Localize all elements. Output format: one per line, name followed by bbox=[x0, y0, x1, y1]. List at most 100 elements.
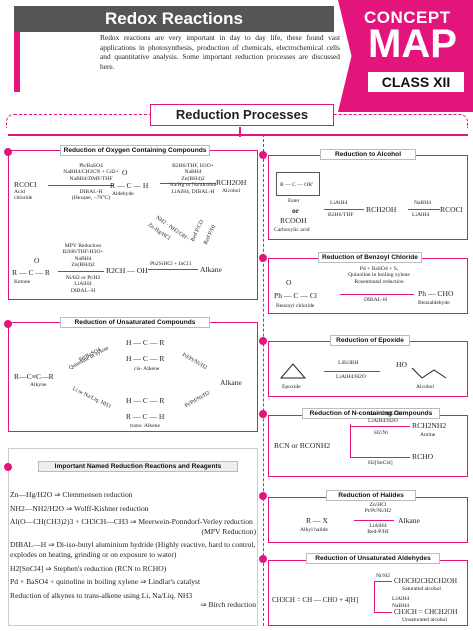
named-item-2: NH2—NH2/H2O ⇒ Wolff-Kishner reduction bbox=[10, 503, 149, 513]
nitrogen-node bbox=[259, 410, 267, 418]
named-title: Important Named Reduction Reactions and … bbox=[38, 461, 238, 472]
unsald-node bbox=[259, 555, 267, 563]
benzoyl-formula: Ph — C — Cl bbox=[274, 291, 318, 300]
main-title: Reduction Processes bbox=[175, 107, 309, 122]
nitrogen-reag3: H2/Ni bbox=[374, 430, 388, 436]
rch2oh-label: RCH2OH bbox=[216, 178, 247, 187]
badge-line2: MAP bbox=[368, 22, 457, 66]
oxy-reagents-2: DIBAL-H (Hexane, −70°C) bbox=[56, 189, 126, 202]
oxy-reag6: B2H6/THF, H3O+ bbox=[172, 163, 214, 169]
benzoyl-o: O bbox=[286, 278, 292, 287]
ketone-reag4: Zn(BH4)2 bbox=[71, 262, 95, 269]
nitrogen-panel bbox=[268, 415, 468, 477]
concept-map-badge: CONCEPT MAP CLASS XII bbox=[338, 0, 473, 112]
alc-rcocl: RCOCl bbox=[440, 205, 463, 214]
acid-chloride-label: Acid chloride bbox=[14, 189, 33, 202]
benzoyl-panel bbox=[268, 258, 468, 314]
ketone-reag1: MPV Reduction bbox=[64, 243, 102, 249]
epoxide-node bbox=[259, 337, 267, 345]
cis-label: cis- Alkene bbox=[134, 366, 160, 372]
header-title-bar: Redox Reactions bbox=[14, 6, 334, 32]
alkyl-halide-label: Alkyl halide bbox=[300, 527, 328, 533]
alc-reag3: NaBH4 bbox=[414, 200, 432, 206]
alcohol-label: Alcohol bbox=[222, 188, 241, 194]
arrow-rcocl-alcohol bbox=[408, 209, 440, 211]
nitrogen-start: RCN or RCONH2 bbox=[274, 441, 331, 450]
ester-label: Ester bbox=[288, 198, 300, 204]
alkyne-formula: R—C≡C—R bbox=[14, 372, 54, 381]
badge-line1: CONCEPT bbox=[364, 8, 451, 27]
halides-title: Reduction of Halides bbox=[326, 490, 416, 501]
ketone-reag6: LiAlH4 bbox=[74, 281, 92, 288]
arrow-benzoyl bbox=[340, 294, 414, 296]
oxygen-panel bbox=[8, 150, 258, 300]
named-item-6: Pd + BaSO4 + quinoline in boiling xylene… bbox=[10, 577, 201, 587]
oxygen-node bbox=[4, 148, 12, 156]
benzoyl-reag2: Quinoline in boiling xylene bbox=[348, 272, 410, 279]
halides-reag4: Red-P/HI bbox=[367, 529, 389, 536]
unsald-prod2: CH3CH = CHCH2OH bbox=[394, 608, 458, 616]
halides-reag1: Zn/HCl bbox=[369, 502, 387, 508]
unsat-alkane: Alkane bbox=[220, 378, 242, 387]
benzoyl-node bbox=[259, 254, 267, 262]
ketone-label: Ketone bbox=[14, 279, 31, 285]
oxy-reag3: NaBH4/DMF/THF bbox=[69, 175, 113, 182]
rcooh-label: RCOOH bbox=[280, 216, 307, 225]
nitrogen-reag1: Na + C2H5OH bbox=[368, 411, 402, 417]
arrow-rcho bbox=[350, 457, 410, 459]
epoxide-reag1: LiEt3BH bbox=[338, 360, 359, 366]
ketone-reagents-bottom: Ni/H2 or Pt/H2 LiAlH4 DIBAL−H bbox=[50, 275, 116, 294]
oxy-reag5: (Hexane, −70°C) bbox=[71, 195, 111, 202]
named-item-5: H2[SnCl4] ⇒ Stephen's reduction (RCN to … bbox=[10, 563, 167, 573]
alcohol-or: or bbox=[292, 206, 300, 215]
aldehyde-o: O bbox=[122, 168, 128, 177]
oxy-reag1: Pb/BaSO4 bbox=[79, 163, 103, 169]
named-item-3: Al(O—CH(CH3)2)3 + CH3CH—CH3 ⇒ Meerwein-P… bbox=[10, 517, 253, 527]
nitrogen-prod1: RCH2NH2 bbox=[412, 421, 447, 430]
unsat-panel bbox=[8, 322, 258, 432]
oxy-reag2: NaBH4/CH3CN + Cd2+ bbox=[63, 169, 119, 176]
ketone-o: O bbox=[34, 256, 40, 265]
ketone-reag7: DIBAL−H bbox=[70, 287, 96, 294]
alcohol-title: Reduction to Alcohol bbox=[320, 149, 416, 160]
oxy-reag10: LiAlH4, DIBAL-H bbox=[171, 188, 215, 195]
ketone-formula: R — C — R bbox=[12, 268, 50, 277]
nitrogen-reag2: LiAlH4/H2O bbox=[368, 418, 398, 424]
unsald-reag3: NaBH4 bbox=[392, 603, 410, 609]
named-item-4: DIBAL—H ⇒ Di-iso-butyl aluminium hydride… bbox=[10, 540, 256, 559]
header-accent-strip bbox=[14, 32, 20, 92]
epoxide-title: Reduction of Epoxide bbox=[330, 335, 410, 346]
named-list: Zn—Hg/H2O ⇒ Clemmensen reduction NH2—NH2… bbox=[10, 490, 256, 610]
ester-box bbox=[276, 172, 320, 196]
unsald-start: CH3CH = CH — CHO + 4[H] bbox=[272, 596, 359, 604]
trans-bottom: R — C — H bbox=[126, 412, 165, 421]
arrow-amine bbox=[350, 426, 410, 428]
epoxide-product: Alcohol bbox=[416, 384, 435, 390]
arrow-halides bbox=[354, 520, 394, 522]
sat-alcohol-label: Saturated alcohol bbox=[402, 586, 441, 592]
benzoyl-label: Benzoyl chloride bbox=[276, 303, 315, 309]
alkane-label: Alkane bbox=[200, 265, 222, 274]
branch-line bbox=[8, 134, 468, 136]
arrow-epoxide bbox=[324, 371, 380, 373]
trans-label: trans- Alkene bbox=[130, 423, 160, 429]
arrow-unsat bbox=[374, 612, 392, 614]
trans-top: H — C — R bbox=[126, 396, 165, 405]
halides-reag2: Pt/Pt/Ni/H2 bbox=[364, 508, 392, 515]
alcohol-node bbox=[259, 151, 267, 159]
epoxide-label: Epoxide bbox=[282, 384, 301, 390]
intro-text: Redox reactions are very important in da… bbox=[100, 33, 340, 71]
carboxylic-label: Carboxylic acid bbox=[274, 227, 310, 233]
unsald-prod1: CH3CH2CH2CH2OH bbox=[394, 577, 458, 585]
epoxide-reag2: LiAlH4/H2O bbox=[336, 374, 366, 380]
nitrogen-branch bbox=[350, 424, 352, 458]
epoxide-icon bbox=[279, 363, 307, 379]
unsald-reag1: Ni/H2 bbox=[376, 573, 390, 579]
unsat-alcohol-label: Unsaturated alcohol bbox=[402, 617, 447, 623]
oxy-reag9: Na/Hg or Na/alcohol bbox=[169, 182, 217, 189]
cis-top: H — C — R bbox=[126, 338, 165, 347]
nitrogen-reag4: H2[SnCl4] bbox=[368, 460, 393, 466]
benzoyl-reag1: Pd + BaSO4 + S, bbox=[359, 266, 399, 272]
badge-line3: CLASS XII bbox=[368, 72, 464, 92]
alcohol-panel bbox=[268, 155, 468, 240]
